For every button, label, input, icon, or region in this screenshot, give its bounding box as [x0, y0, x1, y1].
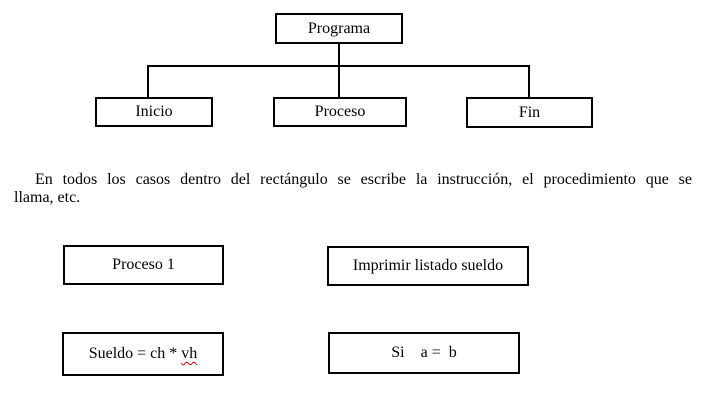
inicio-label: Inicio [135, 103, 173, 120]
paragraph-line-2: llama, etc. [14, 189, 81, 206]
programa-label: Programa [307, 19, 371, 37]
sueldo-formula-prefix: Sueldo = ch * [88, 345, 182, 362]
programa-box: Programa [275, 13, 403, 44]
proceso-1-label: Proceso 1 [112, 256, 175, 273]
connector-vertical-left-line [147, 65, 149, 97]
connector-vertical-center-line [338, 44, 340, 97]
sueldo-misspelled-word: vh [181, 345, 198, 362]
connector-horizontal-line [147, 65, 530, 67]
inicio-box: Inicio [95, 97, 213, 127]
si-condition-box: Si a = b [328, 332, 520, 374]
fin-label: Fin [518, 103, 541, 121]
paragraph-line-1: En todos los casos dentro del rectángulo… [35, 171, 692, 188]
proceso-box: Proceso [273, 97, 407, 127]
imprimir-listado-sueldo-label: Imprimir listado sueldo [352, 257, 504, 274]
imprimir-listado-sueldo-box: Imprimir listado sueldo [327, 246, 529, 286]
sueldo-formula-box: Sueldo = ch * vh [62, 332, 224, 376]
proceso-1-box: Proceso 1 [63, 245, 224, 285]
proceso-label: Proceso [314, 103, 366, 120]
fin-box: Fin [466, 97, 593, 128]
connector-vertical-right-line [528, 65, 530, 97]
explanation-paragraph: En todos los casos dentro del rectángulo… [14, 171, 692, 207]
si-condition-label: Si a = b [391, 344, 457, 361]
